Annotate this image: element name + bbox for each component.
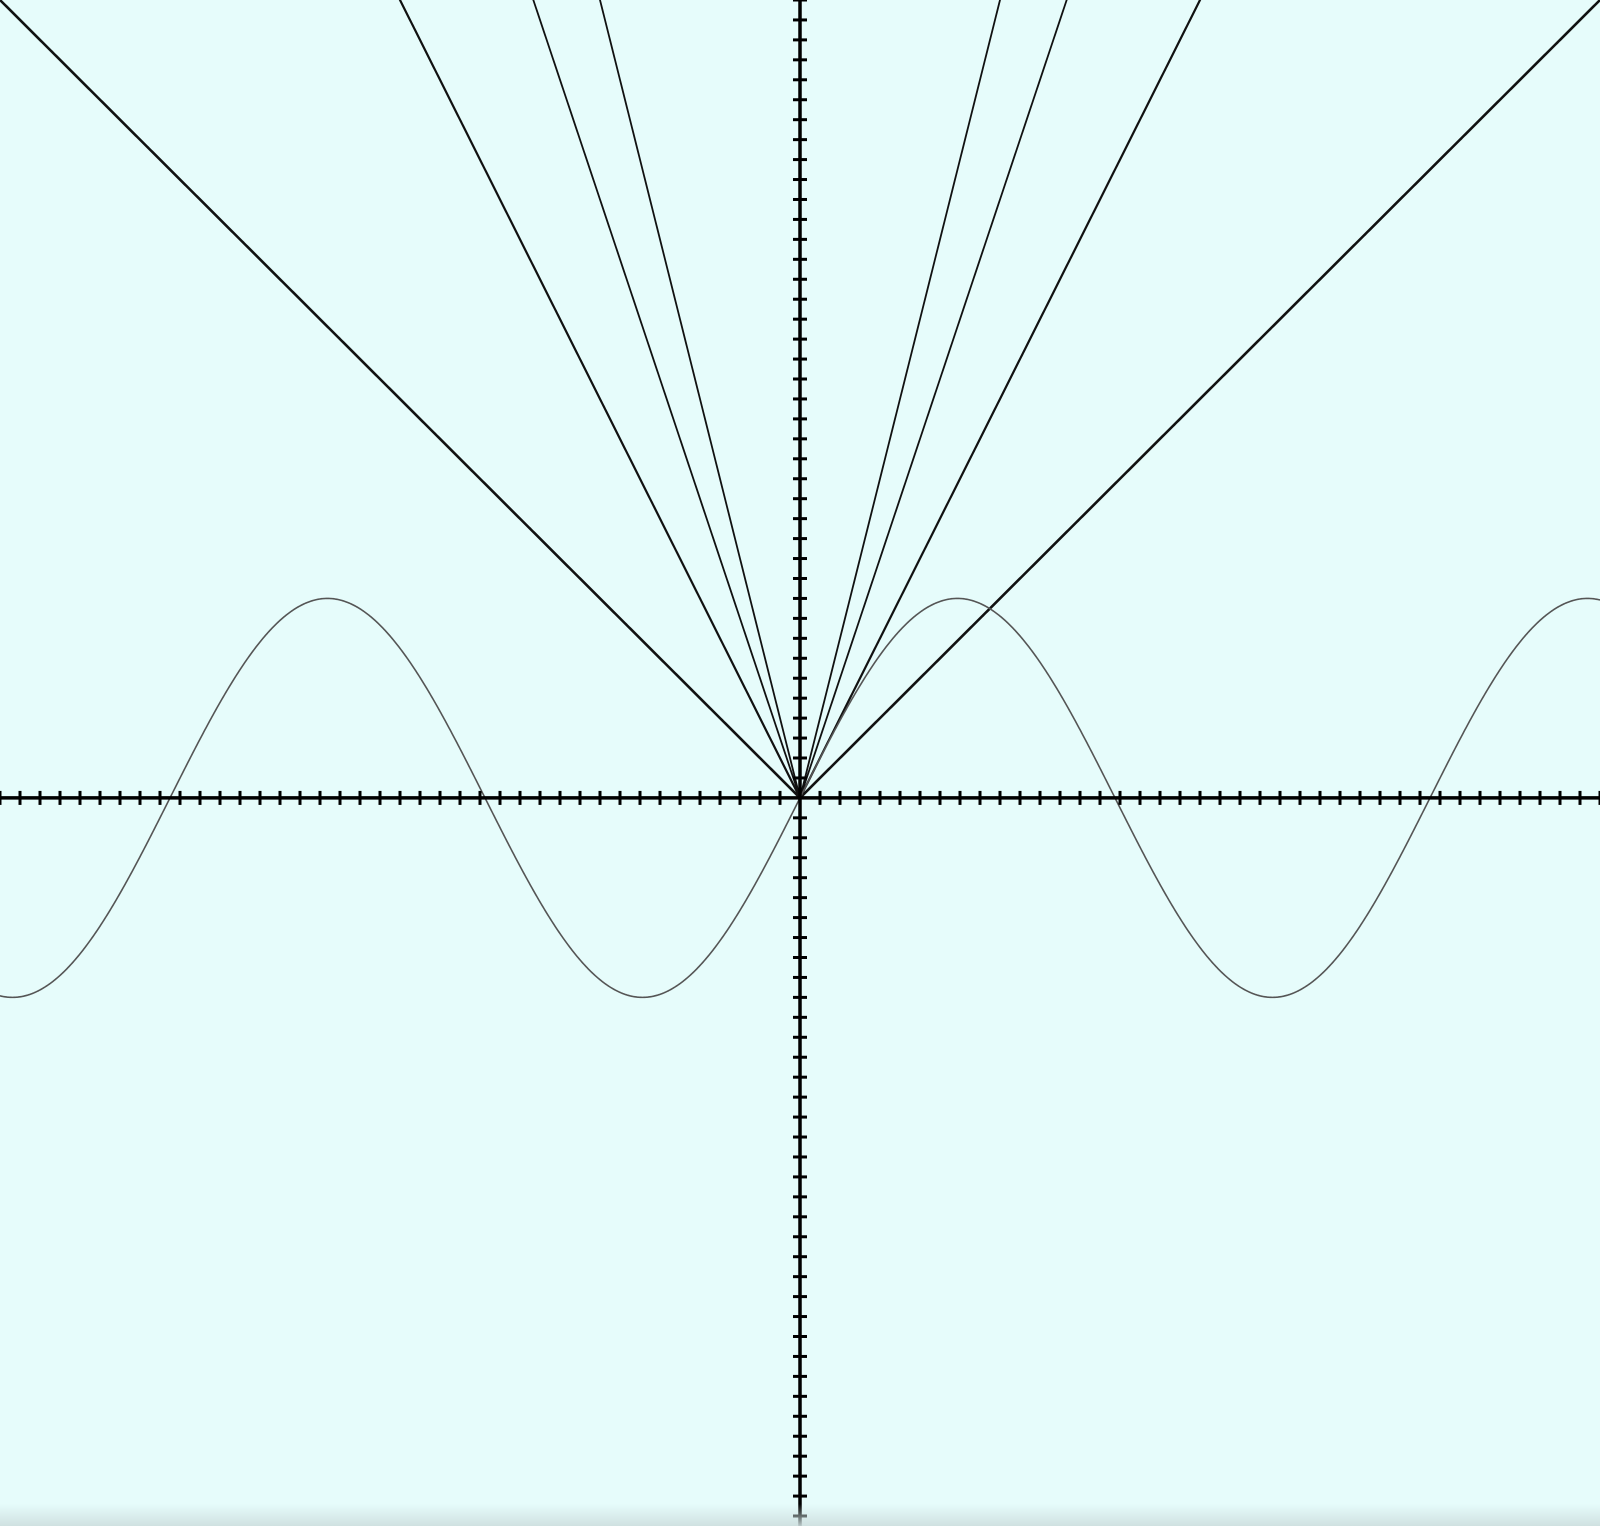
plot-area — [0, 0, 1600, 1526]
axes-layer — [0, 0, 1600, 1526]
chart-canvas — [0, 0, 1600, 1526]
